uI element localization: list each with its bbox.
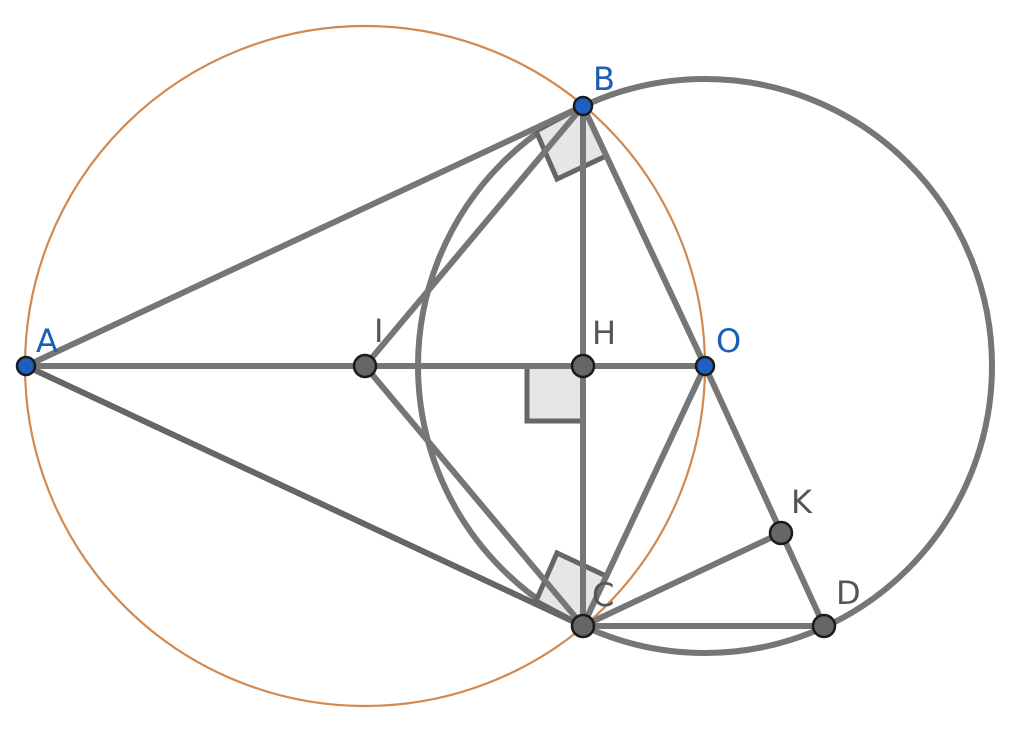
segment-bo [580,103,708,369]
point-c [570,613,596,639]
point-o [694,355,716,377]
segment-ci [362,363,586,629]
segment-ck [580,530,784,629]
label-a: A [36,322,58,360]
point-i [352,353,378,379]
segment-ac [23,363,586,629]
label-h: H [592,314,616,352]
point-k [768,520,794,546]
label-i: I [374,312,383,350]
point-a [15,355,37,377]
label-d: D [836,574,861,612]
label-o: O [716,322,741,360]
point-d [811,613,837,639]
segment-ab [23,103,586,369]
label-k: K [791,483,813,521]
point-b [572,95,594,117]
label-b: B [593,60,615,98]
point-h [570,353,596,379]
segment-co [580,363,708,629]
segment-od [702,363,827,629]
segment-bi [362,103,586,369]
label-c: C [592,576,614,614]
